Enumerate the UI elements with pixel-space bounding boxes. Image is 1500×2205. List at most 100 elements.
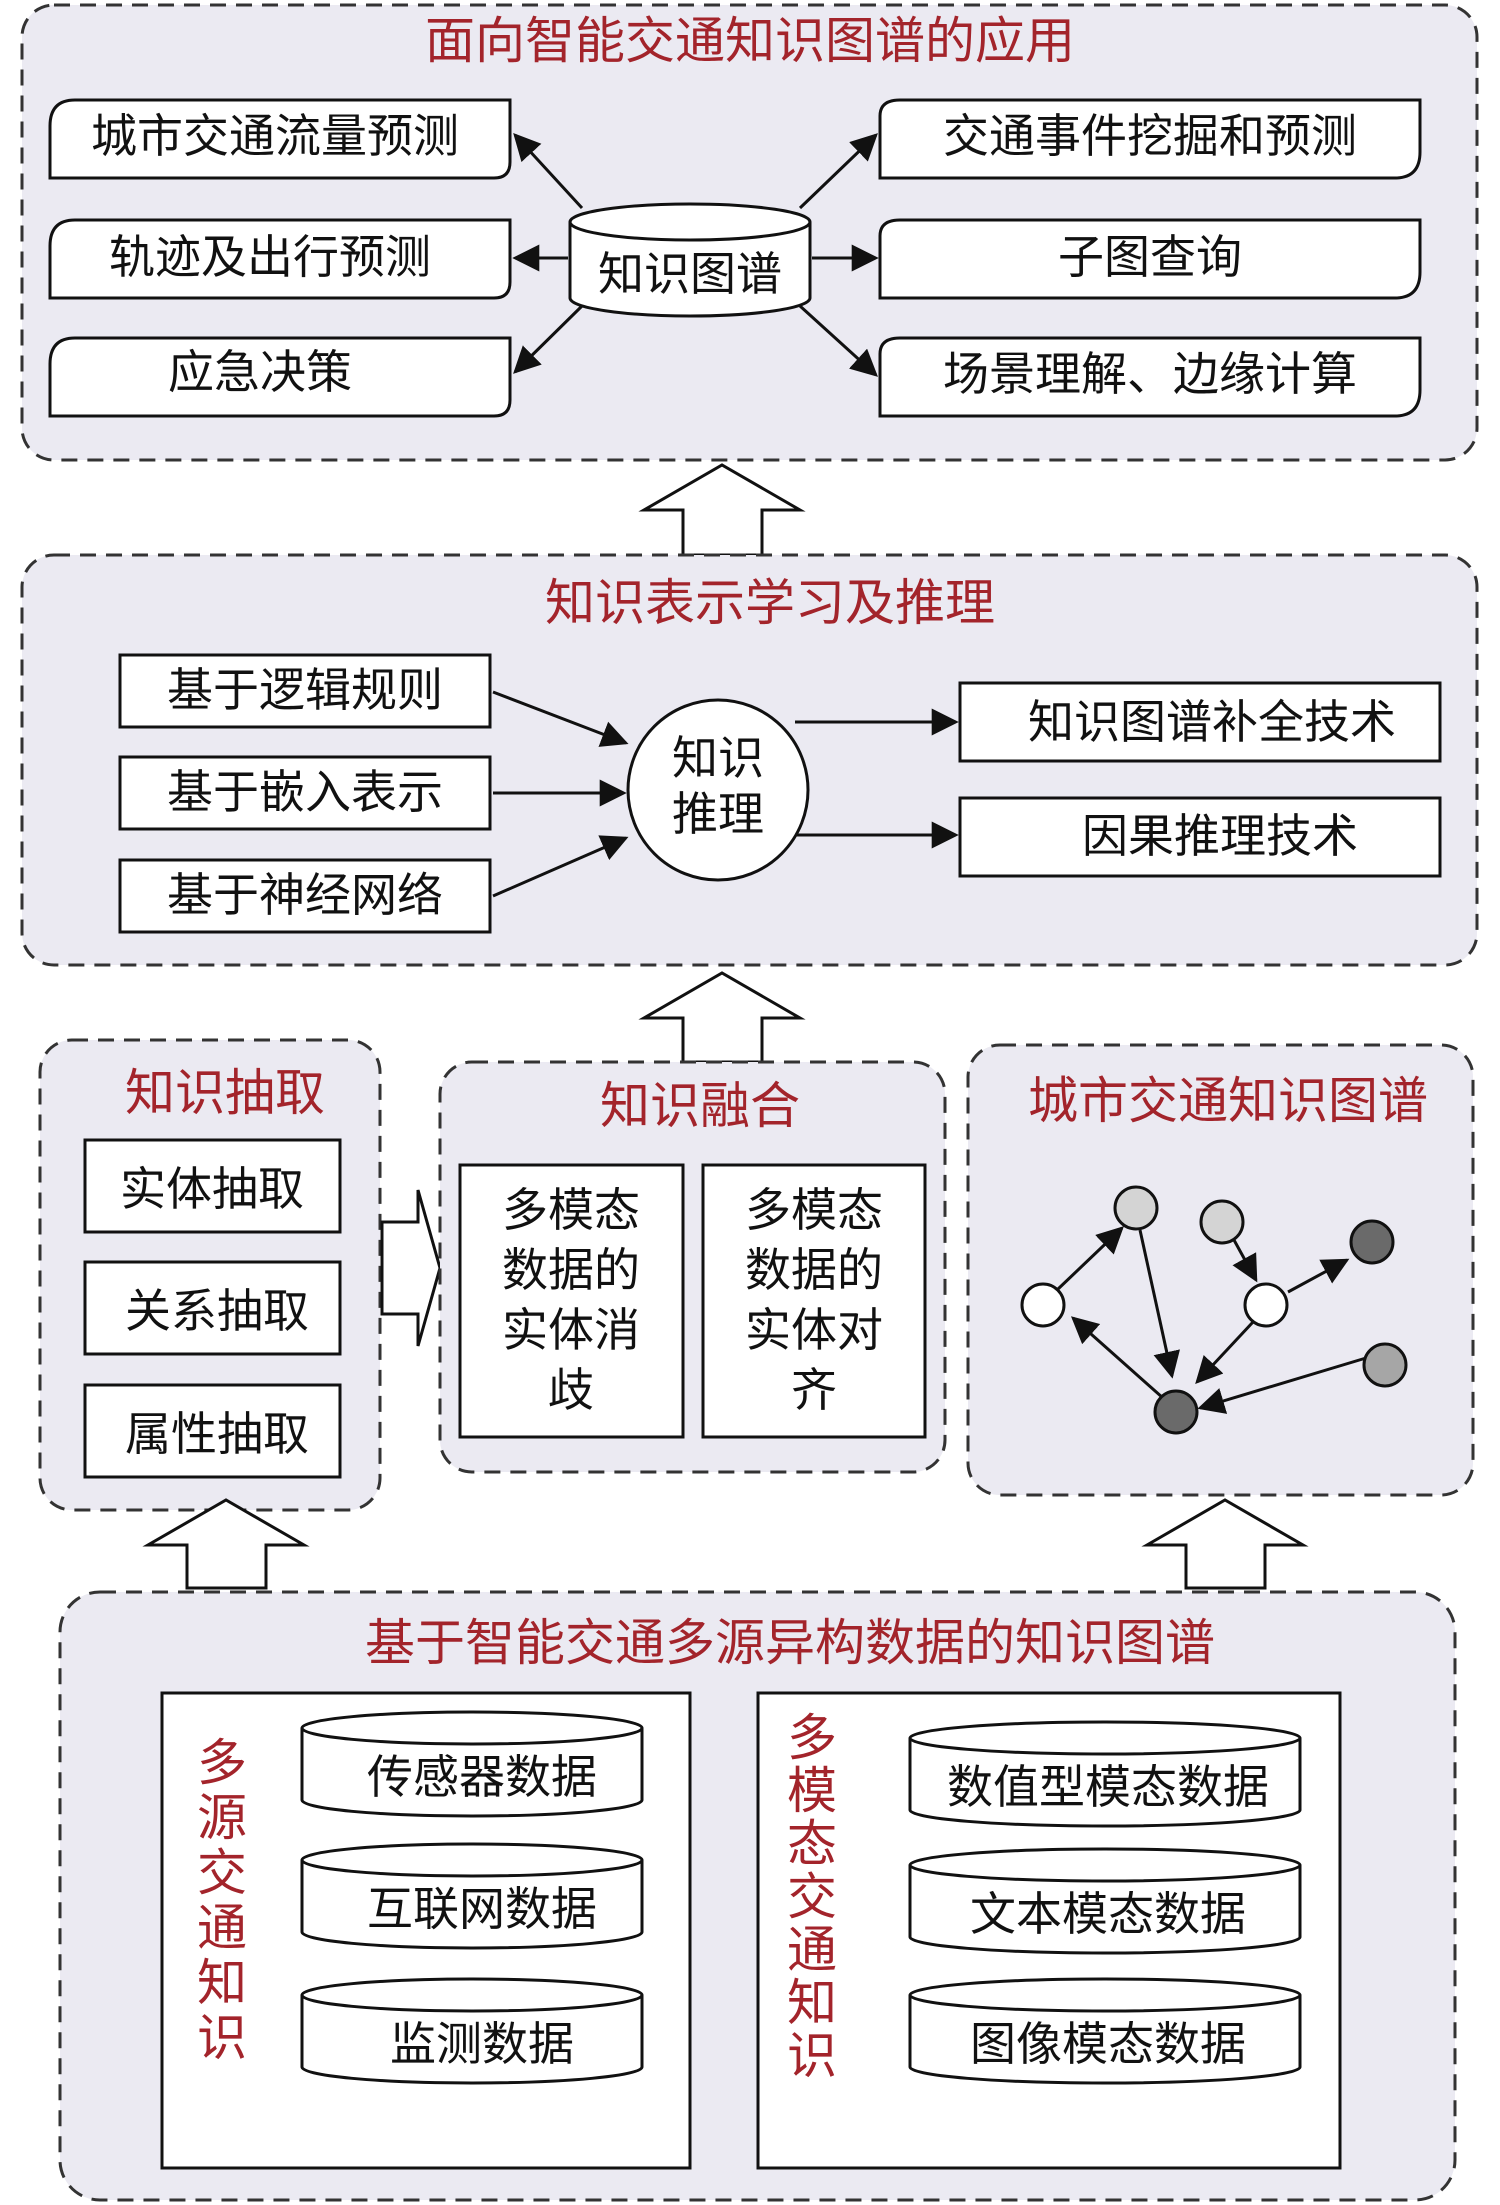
urban-traffic-kg-panel: 城市交通知识图谱 (966, 1043, 1475, 1497)
arrow-method-1-to-reasoning (492, 690, 629, 747)
fusion-right-line-2: 数据的 (745, 1243, 883, 1297)
internet-data-database-icon: 互联网数据 (300, 1842, 644, 1950)
kg-edge (1055, 1226, 1124, 1292)
knowledge-graph-database-icon: 知识图谱 (568, 202, 812, 318)
block-arrow-up-4 (1141, 1498, 1309, 1590)
kg-node (1020, 1282, 1066, 1328)
reasoning-method-2: 基于嵌入表示 (118, 755, 492, 831)
multi-source-label-char: 通 (197, 1899, 247, 1957)
reasoning-technique-2: 因果推理技术 (958, 796, 1442, 878)
fusion-right-line-4: 齐 (791, 1363, 837, 1417)
urban-traffic-kg-title: 城市交通知识图谱 (1028, 1072, 1428, 1130)
kg-edge (1232, 1239, 1258, 1283)
multi-source-label-char: 识 (197, 2009, 247, 2067)
fusion-left-line-3: 实体消 (502, 1303, 640, 1357)
kg-edge (1287, 1258, 1350, 1294)
reasoning-method-1-label: 基于逻辑规则 (167, 663, 443, 717)
extraction-item-3-label: 属性抽取 (125, 1407, 309, 1461)
multi-source-label-char: 知 (197, 1954, 247, 2012)
multi-modal-label-char: 模 (787, 1762, 837, 1820)
image-modal-data-label: 图像模态数据 (970, 2017, 1246, 2071)
kg-node (1349, 1219, 1395, 1265)
multi-modal-group: 多 模 态 交 通 知 识 数值型模态数据 文本模态数据 图像模态数据 (756, 1691, 1342, 2170)
app-right-item-2: 子图查询 (878, 218, 1422, 300)
extraction-panel-title: 知识抽取 (125, 1064, 325, 1122)
reasoning-technique-1-label: 知识图谱补全技术 (1028, 695, 1396, 749)
fusion-entity-alignment: 多模态 数据的 实体对 齐 (701, 1163, 927, 1439)
arrow-to-app-right-3 (798, 304, 878, 377)
numeric-modal-data-database-icon: 数值型模态数据 (908, 1720, 1302, 1828)
sensor-data-database-icon: 传感器数据 (300, 1710, 644, 1818)
fusion-right-line-3: 实体对 (745, 1303, 883, 1357)
fusion-right-line-1: 多模态 (745, 1183, 883, 1237)
multi-source-label-char: 多 (197, 1734, 247, 1792)
extraction-item-1: 实体抽取 (83, 1138, 342, 1234)
arrow-to-app-left-3 (513, 304, 584, 374)
reasoning-technique-1: 知识图谱补全技术 (958, 681, 1442, 763)
app-right-item-3-label: 场景理解、边缘计算 (943, 347, 1357, 401)
text-modal-data-database-icon: 文本模态数据 (908, 1847, 1302, 1955)
multi-modal-label-char: 知 (787, 1974, 837, 2032)
reasoning-method-1: 基于逻辑规则 (118, 653, 492, 729)
block-arrow-up-2 (638, 971, 806, 1064)
image-modal-data-database-icon: 图像模态数据 (908, 1977, 1302, 2085)
app-right-item-3: 场景理解、边缘计算 (878, 336, 1422, 418)
extraction-item-2-label: 关系抽取 (125, 1284, 309, 1338)
reasoning-panel: 知识表示学习及推理 基于逻辑规则 基于嵌入表示 基于神经网络 知识 推理 知识图… (20, 553, 1479, 967)
app-right-item-1-label: 交通事件挖掘和预测 (943, 109, 1357, 163)
arrow-to-app-left-1 (513, 133, 584, 210)
multi-source-group: 多 源 交 通 知 识 传感器数据 互联网数据 监测数据 (160, 1691, 692, 2170)
sensor-data-label: 传感器数据 (367, 1750, 597, 1804)
app-left-item-3: 应急决策 (48, 336, 512, 418)
multi-modal-label-char: 识 (787, 2027, 837, 2085)
fusion-left-line-1: 多模态 (502, 1183, 640, 1237)
kg-node (1243, 1282, 1289, 1328)
monitoring-data-database-icon: 监测数据 (300, 1977, 644, 2085)
data-sources-panel-title: 基于智能交通多源异构数据的知识图谱 (365, 1614, 1215, 1672)
block-arrow-right (380, 1189, 442, 1347)
fusion-entity-disambiguation: 多模态 数据的 实体消 歧 (458, 1163, 685, 1439)
data-sources-panel: 基于智能交通多源异构数据的知识图谱 多 源 交 通 知 识 传感器数据 互联网数… (58, 1590, 1457, 2202)
reasoning-technique-2-label: 因果推理技术 (1082, 809, 1358, 863)
monitoring-data-label: 监测数据 (390, 2017, 574, 2071)
fusion-left-line-4: 歧 (548, 1363, 594, 1417)
kg-node (1153, 1389, 1199, 1435)
kg-edge (1197, 1356, 1367, 1414)
extraction-item-2: 关系抽取 (83, 1260, 342, 1356)
app-left-item-3-label: 应急决策 (168, 345, 352, 399)
internet-data-label: 互联网数据 (367, 1882, 597, 1936)
knowledge-reasoning-line-2: 推理 (672, 787, 764, 841)
knowledge-reasoning-node: 知识 推理 (626, 698, 810, 882)
multi-modal-label-char: 通 (787, 1921, 837, 1979)
block-arrow-up-1 (638, 463, 806, 557)
app-left-item-1: 城市交通流量预测 (48, 98, 512, 180)
fusion-panel-title: 知识融合 (600, 1077, 800, 1135)
fusion-panel: 知识融合 多模态 数据的 实体消 歧 多模态 数据的 实体对 齐 (438, 1060, 947, 1474)
app-left-item-1-label: 城市交通流量预测 (91, 109, 459, 163)
extraction-item-3: 属性抽取 (83, 1383, 342, 1479)
multi-modal-label-char: 态 (787, 1815, 837, 1873)
knowledge-reasoning-line-1: 知识 (672, 731, 764, 785)
app-left-item-2: 轨迹及出行预测 (48, 218, 512, 300)
multi-modal-label-char: 交 (787, 1868, 837, 1926)
application-panel: 面向智能交通知识图谱的应用 城市交通流量预测 轨迹及出行预测 应急决策 交通事件… (20, 3, 1479, 462)
application-panel-title: 面向智能交通知识图谱的应用 (425, 12, 1075, 70)
multi-source-label-char: 源 (197, 1789, 247, 1847)
reasoning-panel-title: 知识表示学习及推理 (545, 574, 995, 632)
numeric-modal-data-label: 数值型模态数据 (947, 1760, 1269, 1814)
reasoning-method-2-label: 基于嵌入表示 (167, 765, 443, 819)
kg-node (1199, 1199, 1245, 1245)
text-modal-data-label: 文本模态数据 (970, 1887, 1246, 1941)
reasoning-method-3-label: 基于神经网络 (167, 868, 443, 922)
kg-node (1362, 1342, 1408, 1388)
app-left-item-2-label: 轨迹及出行预测 (109, 230, 431, 284)
kg-edge (1195, 1320, 1255, 1384)
app-right-item-1: 交通事件挖掘和预测 (878, 98, 1422, 180)
knowledge-graph-db-label: 知识图谱 (598, 247, 782, 301)
fusion-left-line-2: 数据的 (502, 1243, 640, 1297)
kg-edge (1138, 1229, 1180, 1379)
reasoning-method-3: 基于神经网络 (118, 858, 492, 934)
arrow-to-app-right-1 (798, 133, 878, 210)
multi-source-label-char: 交 (197, 1844, 247, 1902)
